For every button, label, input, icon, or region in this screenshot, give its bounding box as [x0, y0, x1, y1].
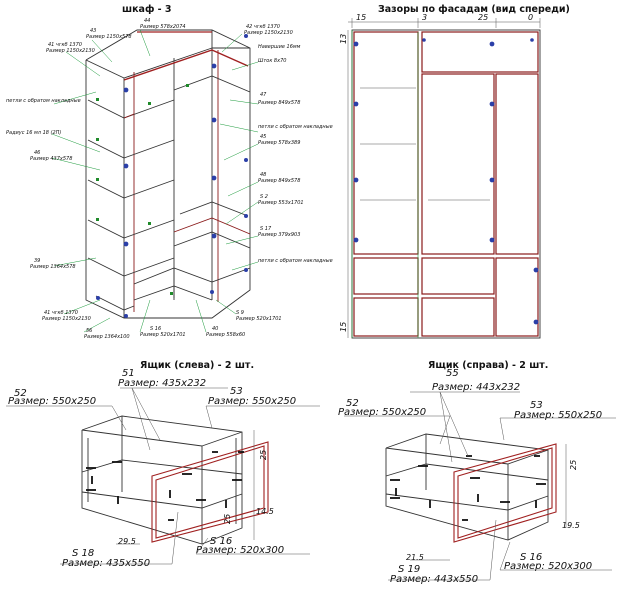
gaps-dimensions: 15 3 25 0 13 15 [339, 13, 533, 332]
label-44: 44 [144, 18, 150, 24]
label-47-size: Размер 849x578 [258, 100, 300, 106]
drawer-left-51: 51 [122, 368, 135, 379]
cabinet-labels: 41 чгкб 1370 Размер 1150x2130 43 Размер … [6, 18, 333, 340]
label-s17: S 17 [260, 226, 272, 232]
drawer-left-drawing [81, 415, 243, 545]
drawer-left-53: 53 [230, 386, 243, 397]
label-43-size: Размер 1150x578 [86, 34, 132, 40]
drawer-right-55-size: Размер: 443x232 [432, 382, 520, 393]
label-42: 42 чгкб 1370 [246, 24, 280, 30]
gaps-title: Зазоры по фасадам (вид спереди) [378, 4, 570, 15]
drawer-right-s19-size: Размер: 443x550 [390, 574, 478, 585]
gap-dim-left-13: 13 [339, 34, 348, 44]
drawer-right-drawing [385, 433, 549, 541]
gap-dim-3: 3 [422, 13, 427, 22]
drawer-left-51-size: Размер: 435x232 [118, 378, 206, 389]
drawer-right-s19: S 19 [398, 564, 420, 575]
label-41-top-size: Размер 1150x2130 [46, 48, 95, 54]
label-56-size: Размер 1364x100 [84, 334, 130, 340]
drawer-left-dim-25: 25 [259, 450, 268, 460]
label-loop-left-1: петли с обратом накладные [6, 98, 81, 104]
label-48: 48 [260, 172, 266, 178]
label-39-size: Размер 1364x578 [30, 264, 76, 270]
drawer-left-dim-295: 29.5 [118, 537, 136, 546]
gap-dim-0: 0 [528, 13, 533, 22]
label-46: 46 [34, 150, 40, 156]
drawer-left-dim-25b: 25 [223, 514, 232, 524]
drawer-right-53-size: Размер: 550x250 [514, 410, 602, 421]
drawer-left-leaders [6, 387, 320, 565]
gaps-front-view [351, 29, 541, 339]
drawer-right-s16-size: Размер: 520x300 [504, 561, 592, 572]
drawer-left-53-size: Размер: 550x250 [208, 396, 296, 407]
gaps-hardware [353, 38, 539, 325]
label-46-size: Размер 437x578 [30, 156, 72, 162]
drawer-right-s16: S 16 [520, 552, 542, 563]
label-41-top: 41 чгкб 1370 [48, 42, 82, 48]
label-48-size: Размер 849x578 [258, 178, 300, 184]
drawer-right-dim-25: 25 [569, 460, 578, 470]
cabinet-leaders [51, 29, 259, 333]
drawer-left-s16-size: Размер: 520x300 [196, 545, 284, 556]
drawer-left-s18-size: Размер: 435x550 [62, 558, 150, 569]
drawer-right-dim-215: 21.5 [406, 553, 424, 562]
gap-dim-top-left: 15 [356, 13, 366, 22]
drawer-left-labels: 52 Размер: 550x250 51 Размер: 435x232 53… [8, 368, 296, 569]
label-44-size: Размер 578x2074 [140, 24, 186, 30]
label-s16-size: Размер 520x1701 [140, 332, 186, 338]
drawer-left-dim-145: 14.5 [256, 507, 274, 516]
label-39: 39 [34, 258, 40, 264]
drawer-left-front [151, 441, 269, 543]
label-43: 43 [90, 28, 96, 34]
label-loop-right-2: петли с обратом накладные [258, 258, 333, 264]
drawer-right-52: 52 [346, 398, 359, 409]
gap-dim-left-15: 15 [339, 322, 348, 332]
drawer-left-52-size: Размер: 550x250 [8, 396, 96, 407]
label-s17-size: Размер 379x903 [258, 232, 300, 238]
drawer-left-fasteners [86, 451, 244, 521]
label-42-size: Размер 1150x2130 [244, 30, 293, 36]
drawer-right-labels: 52 Размер: 550x250 55 Размер: 443x232 53… [338, 368, 602, 585]
label-47: 47 [260, 92, 267, 98]
cabinet-isometric [85, 29, 251, 319]
label-s9: S 9 [236, 310, 244, 316]
label-rod: Шток 8x70 [258, 58, 286, 64]
drawer-left-title: Ящик (слева) - 2 шт. [140, 360, 255, 371]
drawer-right-52-size: Размер: 550x250 [338, 407, 426, 418]
cabinet-title: шкаф - 3 [122, 4, 172, 15]
drawer-right-55: 55 [446, 368, 459, 379]
label-hanger: Навершие 16мм [258, 44, 301, 50]
cabinet-hardware [96, 34, 248, 318]
label-s2: S 2 [260, 194, 268, 200]
gap-dim-25: 25 [478, 13, 488, 22]
drawer-left-s16: S 16 [210, 536, 232, 547]
drawer-right-fasteners [390, 455, 546, 521]
label-s16: S 16 [150, 326, 161, 332]
label-s2-size: Размер 553x1701 [258, 200, 304, 206]
drawer-right-53: 53 [530, 400, 543, 411]
label-loop-right-1: петли с обратом накладные [258, 124, 333, 130]
label-41-bot: 41 чгкб 1370 [44, 310, 78, 316]
label-s9-size: Размер 520x1701 [236, 316, 282, 322]
drawer-left-52: 52 [14, 388, 27, 399]
label-45-size: Размер 578x389 [258, 140, 300, 146]
drawer-right-front [453, 443, 557, 543]
drawer-right-leaders [344, 391, 616, 581]
drawer-left-s18: S 18 [72, 548, 94, 559]
label-56: 56 [86, 328, 92, 334]
drawer-right-title: Ящик (справа) - 2 шт. [428, 360, 549, 371]
gaps-dimension-lines [347, 18, 541, 338]
label-45: 45 [260, 134, 266, 140]
label-41-bot-size: Размер 1150x2130 [42, 316, 91, 322]
drawer-right-dim-195: 19.5 [562, 521, 580, 530]
label-mirror: Радиус 16 мл 18 (2П) [6, 130, 61, 136]
label-40-size: Размер 558x60 [206, 332, 245, 338]
label-40: 40 [212, 326, 218, 332]
